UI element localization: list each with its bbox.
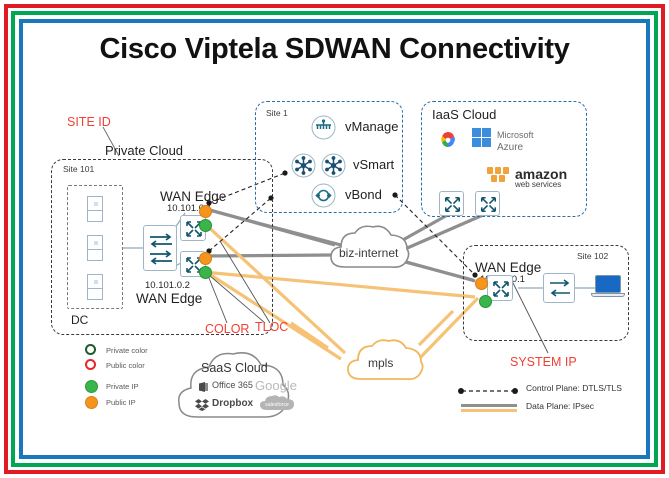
vsmart-label: vSmart: [353, 157, 395, 172]
controllers-site-label: Site 1: [266, 108, 288, 118]
legend-public-color-swatch: [85, 359, 96, 370]
legend-control-plane-label: Control Plane: DTLS/TLS: [526, 383, 622, 393]
tloc-private-top: [199, 219, 212, 232]
server-icon: [87, 274, 103, 300]
middle-green-border: [11, 11, 658, 467]
site-102-wan-edge-name: WAN Edge: [475, 260, 542, 275]
azure-brand-line2: Azure: [497, 142, 524, 153]
site-102-router-icon: [487, 275, 513, 301]
tloc-private-site102: [479, 295, 492, 308]
dc-label: DC: [71, 313, 89, 327]
annotation-color: COLOR: [205, 322, 250, 336]
legend-control-plane-swatch: [457, 383, 519, 401]
site-102-label: Site 102: [577, 251, 609, 261]
biz-internet-label: biz-internet: [339, 246, 399, 260]
legend-data-plane-label: Data Plane: IPsec: [526, 401, 595, 411]
legend-data-plane-orange-swatch: [461, 409, 517, 412]
wan-edge-bottom-name: WAN Edge: [136, 291, 203, 306]
azure-brand-line1: Microsoft: [497, 130, 534, 140]
dropbox-label: Dropbox: [212, 398, 254, 409]
dropbox-icon: [195, 398, 209, 416]
page-title: Cisco Viptela SDWAN Connectivity: [99, 33, 570, 65]
site-102-switch-icon: [543, 273, 575, 303]
iaas-cloud-region: [421, 101, 587, 217]
legend-private-color-label: Private color: [106, 346, 148, 355]
google-cloud-icon: [435, 129, 461, 156]
vbond-label: vBond: [345, 187, 382, 202]
iaas-cloud-label: IaaS Cloud: [432, 107, 497, 122]
site-102-region: [463, 245, 629, 341]
laptop-screen-icon: [595, 275, 621, 293]
lan-switch-icon: [143, 225, 177, 271]
tloc-public-site102: [475, 277, 488, 290]
diagram-canvas: Cisco Viptela SDWAN Connectivity: [23, 23, 646, 455]
vbond-icon: [311, 183, 336, 213]
private-cloud-region: [51, 159, 273, 335]
server-icon: [87, 235, 103, 261]
legend-private-ip-swatch: [85, 380, 98, 393]
private-cloud-label: Private Cloud: [105, 143, 184, 158]
legend-public-ip-label: Public IP: [106, 398, 136, 407]
vmanage-icon: [311, 115, 336, 145]
vmanage-label: vManage: [345, 119, 399, 134]
inner-blue-border: [19, 19, 650, 459]
saas-cloud-label: SaaS Cloud: [201, 361, 268, 375]
vsmart-icon: [291, 153, 316, 183]
aws-icon: [485, 164, 515, 191]
legend-public-color-label: Public color: [106, 361, 145, 370]
mpls-label: mpls: [368, 356, 394, 370]
aws-brand-line2: web services: [515, 180, 562, 189]
iaas-router-icon-2: [475, 191, 500, 216]
iaas-router-icon-1: [439, 191, 464, 216]
annotation-system-ip: SYSTEM IP: [510, 355, 577, 369]
biz-internet-cloud: [323, 221, 415, 282]
annotation-site-id: SITE ID: [67, 115, 111, 129]
tloc-private-bottom: [199, 266, 212, 279]
laptop-base-icon: [591, 293, 625, 297]
office365-label: Office 365: [212, 380, 253, 390]
private-cloud-site-label: Site 101: [63, 164, 95, 174]
tloc-public-top: [199, 205, 212, 218]
svg-text:salesforce: salesforce: [265, 402, 289, 408]
legend-private-color-swatch: [85, 344, 96, 355]
annotation-tloc: TLOC: [255, 320, 289, 334]
google-label: Google: [255, 378, 297, 393]
office365-icon: [198, 380, 209, 398]
wan-edge-bottom-ip: 10.101.0.2: [145, 280, 190, 291]
wan-edge-top-name: WAN Edge: [160, 189, 227, 204]
aws-brand-line1: amazon: [515, 166, 568, 182]
wan-edge-top-ip: 10.101.0.1: [167, 203, 212, 214]
legend-public-ip-swatch: [85, 396, 98, 409]
legend-data-plane-gray-swatch: [461, 404, 517, 407]
dc-server-group: [67, 185, 123, 309]
server-icon: [87, 196, 103, 222]
salesforce-icon: salesforce: [259, 394, 295, 419]
tloc-public-bottom: [199, 252, 212, 265]
mpls-cloud: [341, 335, 429, 394]
legend-private-ip-label: Private IP: [106, 382, 139, 391]
controllers-region: [255, 101, 403, 213]
vsmart-icon: [321, 153, 346, 183]
azure-icon: [471, 127, 493, 154]
